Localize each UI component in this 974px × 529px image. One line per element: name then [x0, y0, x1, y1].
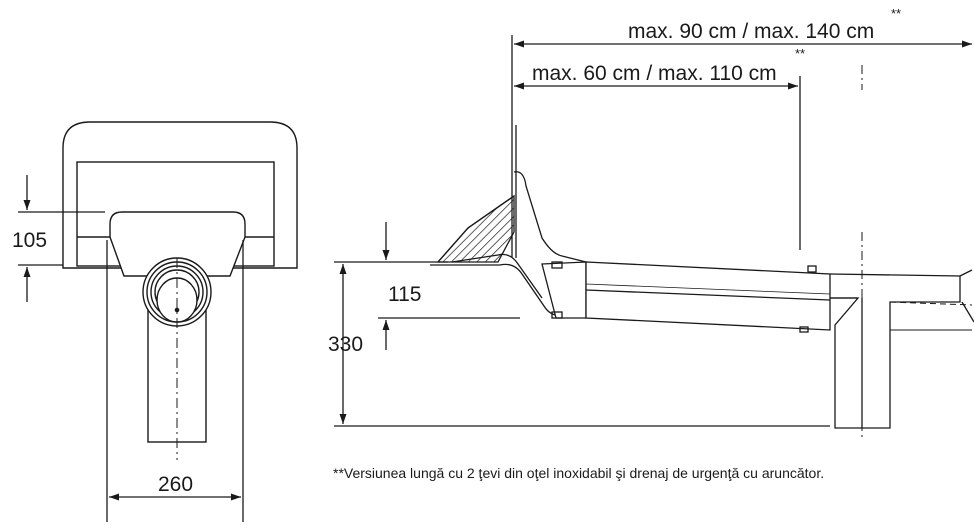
dim-330-label: 330 [328, 333, 363, 356]
dim-long-inner-label: max. 60 cm / max. 110 cm [532, 62, 777, 85]
dim-long-total-asterisks: ** [891, 6, 901, 21]
dimension-115 [378, 222, 520, 350]
side-view [430, 65, 974, 440]
footnote-text: **Versiunea lungă cu 2 ţevi din oţel ino… [333, 465, 824, 481]
dim-260-label: 260 [158, 473, 193, 496]
dimension-260 [106, 240, 244, 522]
dimension-top [511, 35, 972, 250]
front-view [62, 121, 298, 460]
dim-long-total-label: max. 90 cm / max. 140 cm [628, 20, 874, 43]
dimension-105 [18, 175, 105, 302]
dim-115-label: 115 [388, 283, 421, 306]
dim-105-label: 105 [12, 229, 47, 252]
dimension-330 [334, 261, 830, 427]
dim-long-inner-asterisks: ** [795, 46, 805, 61]
